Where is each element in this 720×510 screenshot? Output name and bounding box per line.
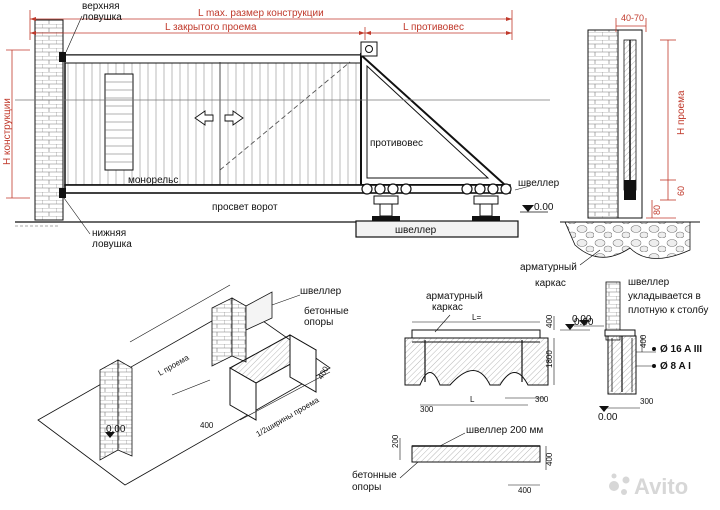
dim-400-strip-b: 400 xyxy=(518,486,532,495)
dim-400-right: 400 xyxy=(639,334,648,348)
slide-direction-arrows xyxy=(194,110,244,126)
foundation-channel xyxy=(355,220,519,238)
zero-mark-label: 0.00 xyxy=(534,202,554,213)
l-max-label: L max. размер конструкции xyxy=(198,8,324,19)
left-pillar xyxy=(34,19,64,221)
dim-300-mid-b: 300 xyxy=(535,395,549,404)
dim-400-persp-b: 400 xyxy=(200,421,214,430)
rebar-16-label: Ø 16 A III xyxy=(660,344,702,355)
upper-catcher xyxy=(59,52,66,62)
channel-label: швеллер xyxy=(395,225,437,236)
dim-1800-mid: 1800 xyxy=(545,350,554,368)
zero-persp-label: 0.00 xyxy=(106,424,126,435)
monorail-beam xyxy=(64,184,511,194)
counterweight-label: противовес xyxy=(370,138,423,149)
svg-text:Avito: Avito xyxy=(634,474,688,499)
roller-carriage-right xyxy=(461,183,512,221)
l-eq-label: L= xyxy=(472,313,481,322)
monorail-label: монорельс xyxy=(128,175,178,186)
dim-400-mid: 400 xyxy=(545,314,554,328)
dim-300-mid-a: 300 xyxy=(420,405,434,414)
zero-right-a: 0.00 xyxy=(572,314,592,325)
avito-watermark: Avito xyxy=(609,473,688,499)
h-opening-label: H проема xyxy=(676,90,687,135)
counterweight-frame xyxy=(360,41,508,186)
channel-200-label: швеллер 200 мм xyxy=(466,425,543,436)
roller-carriage-left xyxy=(361,183,412,221)
h-construction-label: H конструкции xyxy=(2,98,13,165)
l-closed-label: L закрытого проема xyxy=(165,22,257,33)
rebar-8-label: Ø 8 A I xyxy=(660,361,691,372)
channel-persp-label: швеллер xyxy=(300,286,342,297)
zero-right-b: 0.00 xyxy=(598,412,618,423)
dim-80: 80 xyxy=(652,205,662,215)
l-opening-persp-label: L проема xyxy=(157,353,191,378)
lower-catcher xyxy=(59,188,66,198)
dim-200-label: 200 xyxy=(391,434,400,448)
dim-40-70: 40-70 xyxy=(621,13,644,23)
channel-right-label: швеллер xyxy=(518,178,560,189)
l-label: L xyxy=(470,395,475,404)
clearance-label: просвет ворот xyxy=(212,202,278,213)
l-counter-label: L противовес xyxy=(403,22,464,33)
dim-400-strip-a: 400 xyxy=(545,452,554,466)
dim-300-right: 300 xyxy=(640,397,654,406)
half-opening-label: 1/2ширины проема xyxy=(255,395,321,439)
dim-60: 60 xyxy=(676,186,686,196)
